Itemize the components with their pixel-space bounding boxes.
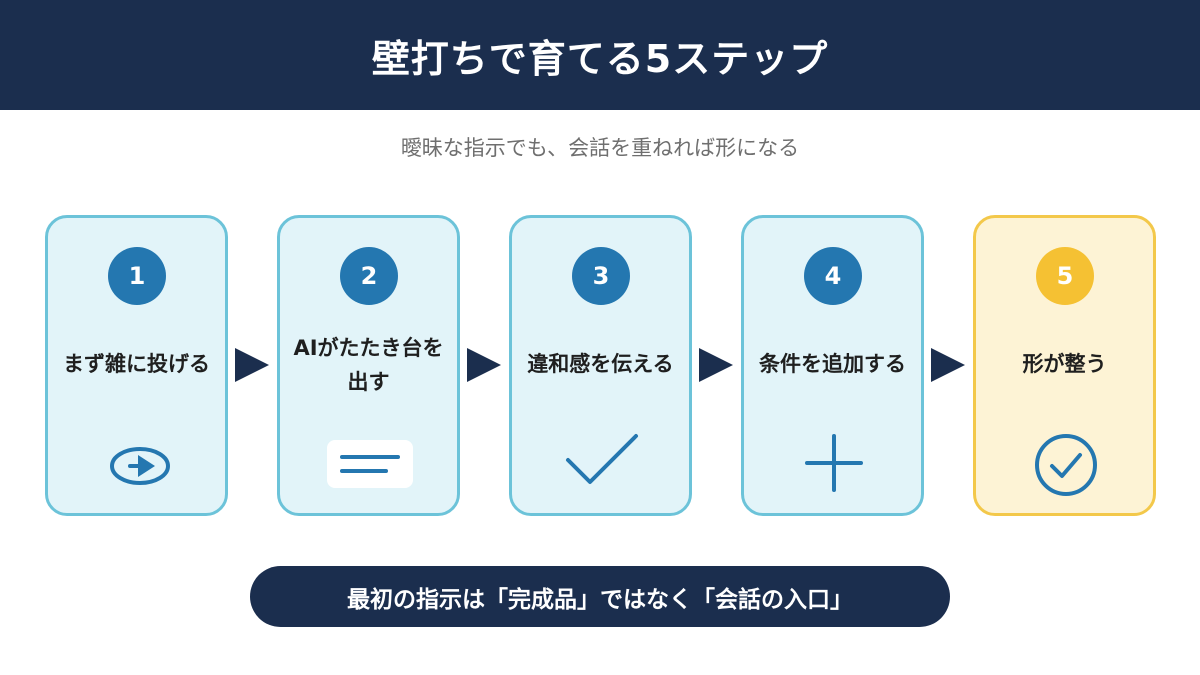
flow-arrow-1 (235, 348, 269, 382)
subtitle: 曖昧な指示でも、会話を重ねれば形になる (400, 136, 800, 160)
step-number-5: 5 (1036, 247, 1094, 305)
flow-arrow-3 (699, 348, 733, 382)
step-label-3: 違和感を伝える (527, 352, 674, 376)
step-label-2: AIがたたき台を出す (293, 336, 444, 394)
step-number-1: 1 (108, 247, 166, 305)
step-card-1: 1 まず雑に投げる (45, 215, 228, 516)
plus-icon (805, 434, 863, 492)
step-card-3: 3 違和感を伝える (509, 215, 692, 516)
step-card-4: 4 条件を追加する (741, 215, 924, 516)
checkmark-icon (566, 434, 638, 484)
step-number-2: 2 (340, 247, 398, 305)
step-number-3: 3 (572, 247, 630, 305)
step-card-2: 2 AIがたたき台を出す (277, 215, 460, 516)
check-circle-icon (1035, 434, 1097, 496)
document-lines-icon (327, 440, 413, 488)
play-arrow-icon (110, 447, 170, 485)
step-label-5: 形が整う (1022, 352, 1107, 376)
step-label-1: まず雑に投げる (63, 352, 210, 376)
flow-arrow-4 (931, 348, 965, 382)
flow-arrow-2 (467, 348, 501, 382)
step-number-4: 4 (804, 247, 862, 305)
key-message-banner: 最初の指示は「完成品」ではなく「会話の入口」 (250, 566, 950, 627)
step-label-4: 条件を追加する (759, 352, 906, 376)
step-card-5: 5 形が整う (973, 215, 1156, 516)
page-title: 壁打ちで育てる5ステップ (0, 0, 1200, 110)
